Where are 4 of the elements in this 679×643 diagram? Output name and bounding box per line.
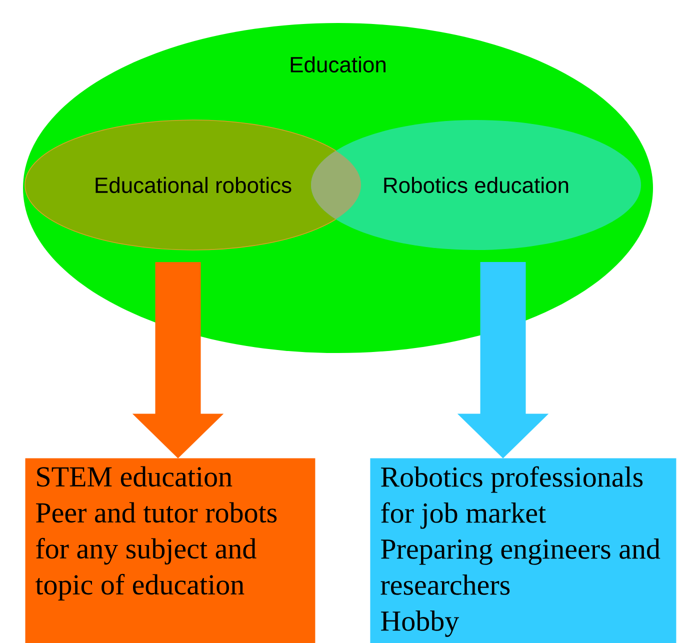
arrow — [132, 262, 224, 458]
arrow — [458, 262, 548, 458]
text-box: Robotics professionals for job market Preparing engineers and researchers Hobby — [370, 458, 676, 643]
text-box: STEM education Peer and tutor robots for any subject and topic of education — [25, 458, 316, 643]
